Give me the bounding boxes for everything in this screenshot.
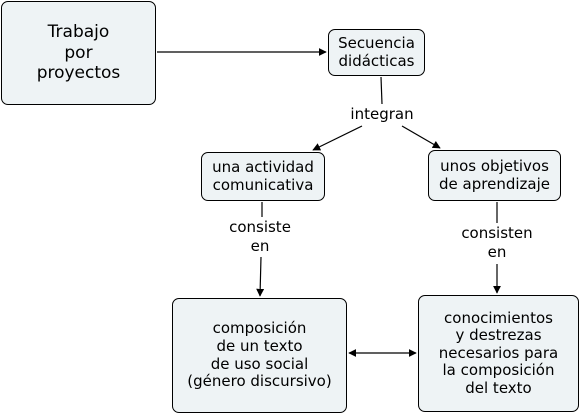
node-conocimientos-destrezas: conocimientos y destrezas necesarios par…: [418, 295, 579, 412]
link-label-integran: integran: [344, 105, 420, 125]
edge-integran-objetivos: [401, 125, 441, 149]
link-label-consisten-en: consisten en: [453, 224, 541, 263]
node-trabajo-por-proyectos: Trabajo por proyectos: [1, 1, 156, 105]
edge-secuencia-integran: [380, 76, 383, 105]
node-secuencia-didacticas: Secuencia didácticas: [328, 29, 425, 76]
node-actividad-comunicativa: una actividad comunicativa: [201, 152, 325, 201]
node-composicion-texto: composición de un texto de uso social (g…: [172, 298, 347, 413]
edge-integran-actividad: [312, 125, 363, 151]
edge-consiste-composicion: [256, 256, 265, 297]
link-label-consiste-en: consiste en: [222, 218, 298, 257]
node-objetivos-aprendizaje: unos objetivos de aprendizaje: [428, 150, 561, 201]
